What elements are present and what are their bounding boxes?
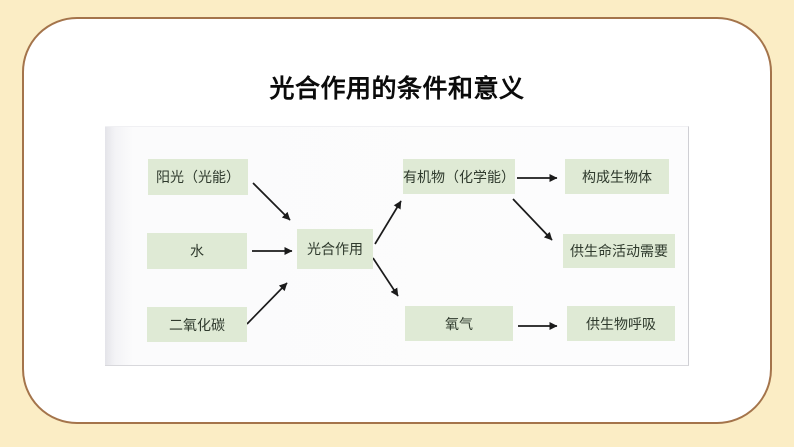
node-water: 水 <box>147 233 247 269</box>
photosynthesis-flow-diagram: 阳光（光能） 水 二氧化碳 光合作用 有机物（化学能） 氧气 构成生物体 供生命… <box>105 126 689 366</box>
node-organism-breathing: 供生物呼吸 <box>567 306 675 341</box>
slide-panel: 光合作用的条件和意义 阳光（光能） <box>22 17 772 424</box>
node-water-label: 水 <box>190 244 204 260</box>
arrow-organic-matter-to-life-activities <box>512 198 553 241</box>
node-builds-organisms-label: 构成生物体 <box>582 169 652 186</box>
node-photosynthesis: 光合作用 <box>297 229 373 269</box>
arrow-sunlight-to-photosynthesis <box>252 182 291 221</box>
arrow-photosynthesis-to-organic-matter <box>374 200 402 245</box>
diagram-arrows <box>246 174 558 330</box>
node-life-activities: 供生命活动需要 <box>563 234 675 268</box>
node-organic-matter: 有机物（化学能） <box>403 159 515 194</box>
node-organism-breathing-label: 供生物呼吸 <box>586 316 656 333</box>
node-organic-matter-label: 有机物（化学能） <box>403 169 515 186</box>
node-oxygen-label: 氧气 <box>445 316 473 333</box>
slide-title: 光合作用的条件和意义 <box>269 75 525 103</box>
node-sunlight: 阳光（光能） <box>148 159 248 195</box>
node-carbon-dioxide-label: 二氧化碳 <box>169 317 225 334</box>
node-life-activities-label: 供生命活动需要 <box>570 244 668 260</box>
arrow-co2-to-photosynthesis <box>246 282 288 325</box>
node-photosynthesis-label: 光合作用 <box>307 242 363 258</box>
arrow-photosynthesis-to-oxygen <box>372 257 399 297</box>
node-sunlight-label: 阳光（光能） <box>156 170 240 186</box>
node-oxygen: 氧气 <box>405 306 513 341</box>
node-carbon-dioxide: 二氧化碳 <box>147 307 247 342</box>
node-builds-organisms: 构成生物体 <box>565 159 669 194</box>
